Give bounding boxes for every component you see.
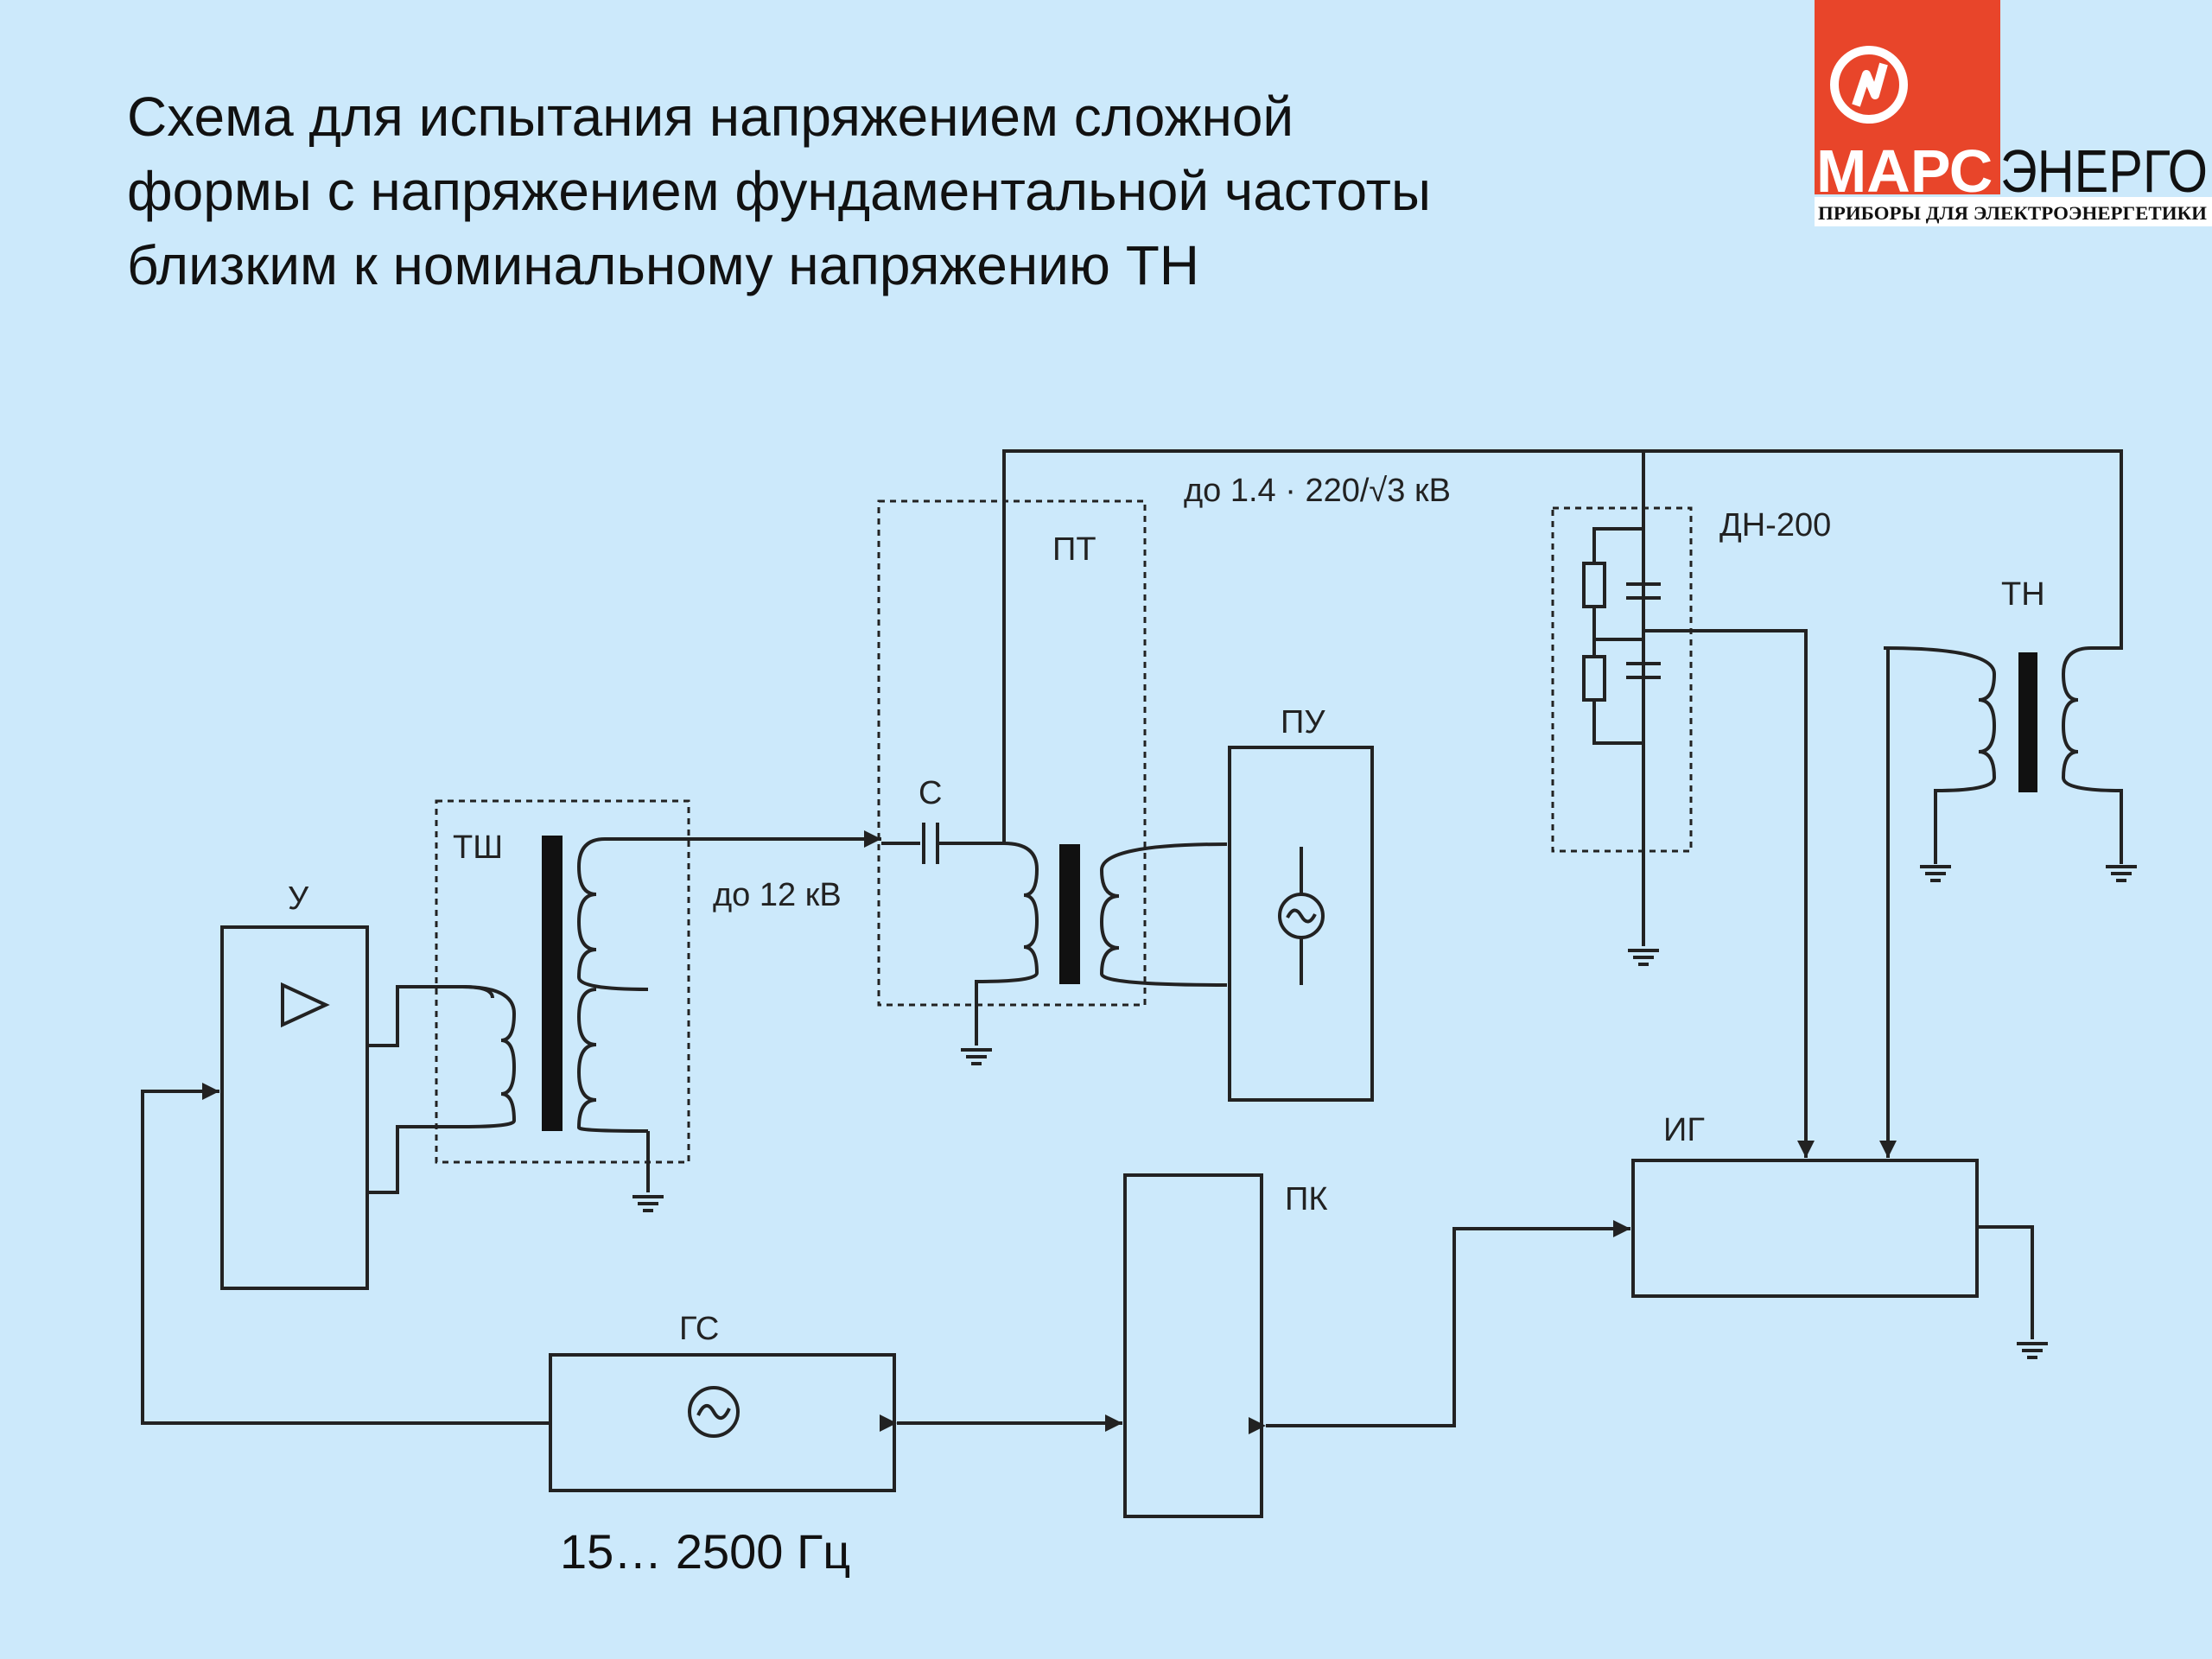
ig-block <box>1631 1159 1979 1298</box>
pt-dashed-box <box>877 499 1147 1007</box>
label-tn: ТН <box>2001 576 2045 613</box>
wire-dn200-to-ig <box>1643 629 1815 1158</box>
tn-primary-coil <box>2061 646 2123 864</box>
pk-block <box>1123 1173 1263 1518</box>
ground-pt-icon <box>959 1048 994 1065</box>
amplifier-triangle-icon <box>281 982 330 1028</box>
pu-generator-icon <box>1278 847 1325 985</box>
label-gs: ГС <box>679 1311 719 1347</box>
title-line-2: формы с напряжением фундаментальной част… <box>127 160 1431 222</box>
logo-tagline: ПРИБОРЫ ДЛЯ ЭЛЕКТРОЭНЕРГЕТИКИ <box>1818 202 2207 224</box>
tn-core <box>2018 652 2037 792</box>
slide-title: Схема для испытания напряжением сложной … <box>127 79 1682 302</box>
wire-amp-tsh-top <box>367 985 467 1047</box>
frequency-range-label: 15… 2500 Гц <box>560 1524 850 1579</box>
label-dn200: ДН-200 <box>1719 507 1831 543</box>
title-line-1: Схема для испытания напряжением сложной <box>127 86 1294 148</box>
pt-primary-coil <box>975 842 1039 1046</box>
logo-emblem-icon <box>1830 46 1908 124</box>
tsh-core <box>542 836 563 1131</box>
amplifier-block <box>220 925 369 1290</box>
label-pk: ПК <box>1285 1181 1327 1217</box>
wire-ig-ground <box>1977 1225 2034 1339</box>
tn-secondary-coil <box>1883 646 1997 864</box>
dn200-divider <box>1582 451 1661 946</box>
tsh-primary-coil <box>461 985 517 1128</box>
gs-sine-icon <box>688 1386 740 1438</box>
pt-secondary-coil <box>1099 842 1228 987</box>
ground-tn-primary-icon <box>2104 865 2139 882</box>
capacitor-c <box>881 823 1004 864</box>
wire-gs-to-amplifier <box>141 1083 550 1425</box>
label-pt: ПТ <box>1052 531 1096 568</box>
label-pu: ПУ <box>1281 704 1325 741</box>
tsh-secondary-coil <box>576 837 649 1133</box>
logo-red-block <box>1815 0 2000 194</box>
ground-tn-secondary-icon <box>1918 865 1953 882</box>
pu-block <box>1228 746 1374 1102</box>
wire-amp-tsh-bottom <box>367 1125 467 1194</box>
ground-tsh-icon <box>631 1195 665 1212</box>
label-ig: ИГ <box>1663 1112 1705 1148</box>
ground-dn200-icon <box>1626 949 1661 966</box>
dn200-dashed-box <box>1551 506 1693 853</box>
logo-brand-right: ЭНЕРГО <box>2000 137 2208 205</box>
title-line-3: близким к номинальному напряжению ТН <box>127 234 1199 296</box>
tsh-dashed-box <box>435 799 690 1164</box>
label-voltage-12kv: до 12 кВ <box>713 877 842 913</box>
ground-ig-icon <box>2015 1342 2050 1359</box>
marsenergo-logo: МАРС ЭНЕРГО ПРИБОРЫ ДЛЯ ЭЛЕКТРОЭНЕРГЕТИК… <box>1815 0 2212 226</box>
logo-brand-left: МАРС <box>1816 137 1993 205</box>
label-capacitor: С <box>918 775 942 811</box>
gs-block <box>549 1353 896 1492</box>
label-tsh: ТШ <box>453 830 503 866</box>
hv-bus <box>1002 449 2123 843</box>
label-hv-voltage: до 1.4 · 220/√3 кВ <box>1184 473 1451 509</box>
pt-core <box>1059 844 1080 984</box>
link-pk-ig <box>1249 1220 1630 1434</box>
label-amplifier: У <box>288 880 309 917</box>
